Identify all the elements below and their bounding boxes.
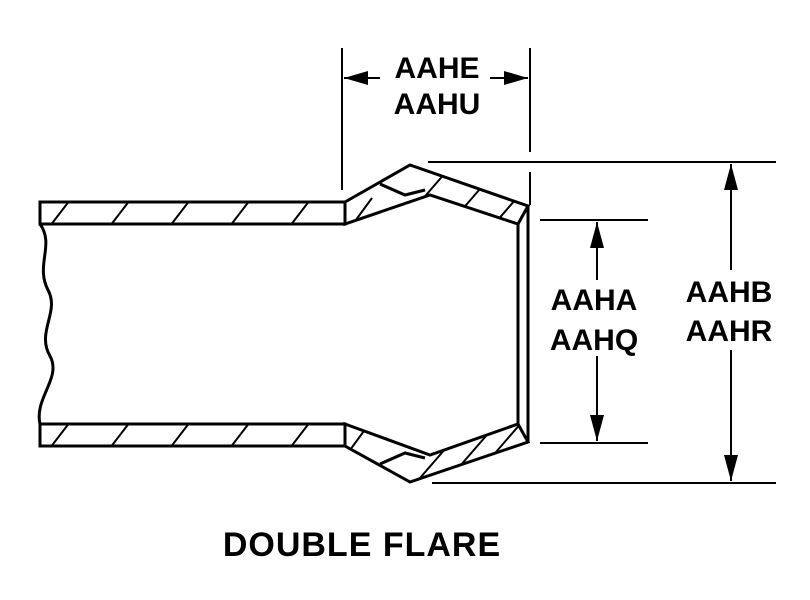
double-flare-end	[343, 163, 531, 484]
arrowhead-down-icon	[724, 455, 738, 481]
outer-diameter-label-2: AAHR	[686, 315, 773, 348]
outer-diameter-label-1: AAHB	[686, 276, 773, 309]
arrowhead-down-icon	[590, 415, 604, 441]
diagram-caption: DOUBLE FLARE	[223, 526, 501, 564]
arrowhead-up-icon	[724, 164, 738, 190]
inner-diameter-label-2: AAHQ	[550, 324, 638, 357]
length-label-2: AAHU	[394, 88, 481, 121]
arrowhead-left-icon	[344, 71, 368, 85]
tube-body	[37, 200, 347, 448]
arrowhead-right-icon	[504, 71, 528, 85]
arrowhead-up-icon	[590, 222, 604, 248]
inner-diameter-label-1: AAHA	[551, 284, 638, 317]
inner-diameter-dimension: AAHA AAHQ	[540, 219, 648, 444]
outer-diameter-dimension: AAHB AAHR	[428, 161, 776, 484]
length-label-1: AAHE	[394, 52, 479, 85]
length-dimension: AAHE AAHU	[341, 48, 531, 205]
